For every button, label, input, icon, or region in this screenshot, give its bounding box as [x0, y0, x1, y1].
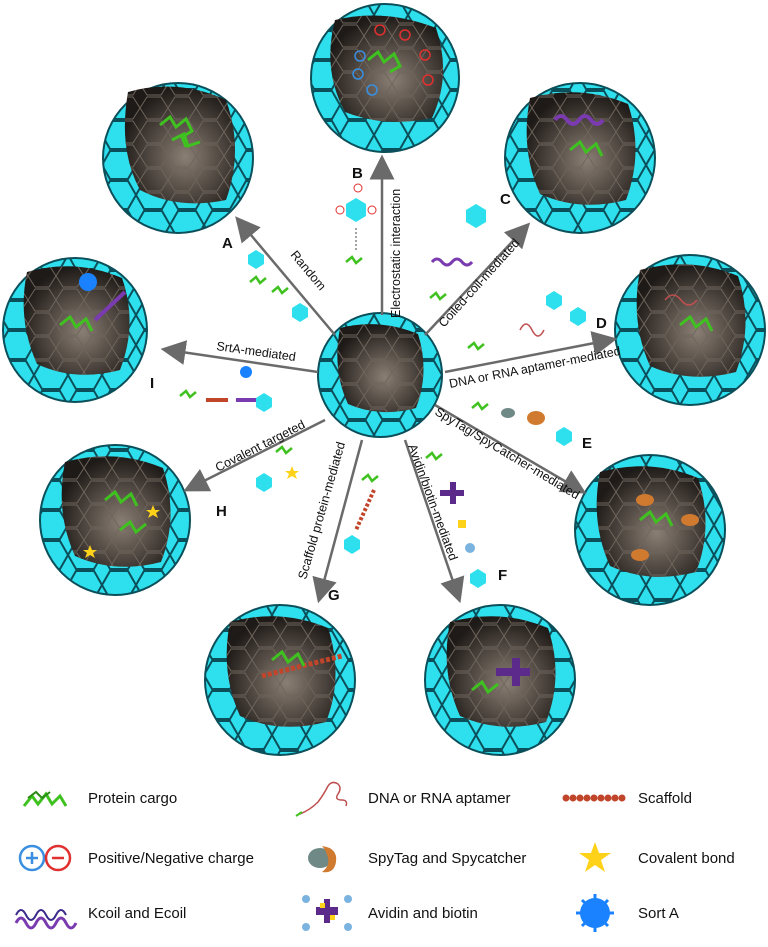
- capsid-C: [504, 82, 656, 234]
- arrows: [160, 154, 618, 604]
- letter-H: H: [216, 503, 227, 520]
- capsid-I: [2, 257, 148, 403]
- components: [179, 183, 586, 588]
- letter-B: B: [352, 165, 363, 182]
- label-G: Scaffold protein-mediated: [295, 440, 348, 581]
- legend-avidin: Avidin and biotin: [290, 893, 478, 933]
- letter-G: G: [328, 587, 340, 604]
- arrow-H: [183, 418, 326, 492]
- letter-C: C: [500, 191, 511, 208]
- capsid-E: [574, 454, 726, 606]
- spytag-spycatcher-icon: [308, 846, 337, 873]
- sort-a-icon: [576, 894, 614, 932]
- capsid-A: [102, 82, 254, 234]
- star-icon: [579, 842, 611, 872]
- letter-A: A: [222, 235, 233, 252]
- capsid-D: [614, 254, 766, 406]
- protein-cargo-icon: [159, 114, 201, 148]
- legend-label: Scaffold: [638, 789, 692, 807]
- capsid-G: [204, 604, 356, 756]
- legend-label: Covalent bond: [638, 849, 735, 867]
- arrow-A: [235, 216, 336, 336]
- capsid-B: [310, 3, 460, 153]
- coil-icon: [14, 909, 78, 930]
- legend-label: Protein cargo: [88, 789, 178, 807]
- legend-covalent: Covalent bond: [560, 838, 735, 878]
- legend-label: Positive/Negative charge: [88, 849, 254, 867]
- label-H: Covalent targeted: [213, 417, 307, 474]
- arrow-C: [424, 222, 531, 336]
- legend-label: Avidin and biotin: [368, 904, 478, 922]
- legend-scaffold: Scaffold: [560, 778, 692, 818]
- letter-E: E: [582, 435, 592, 452]
- capsid-H: [39, 444, 191, 596]
- aptamer-icon: [295, 781, 348, 817]
- legend: Protein cargo Positive/Negative charge K…: [0, 768, 768, 947]
- legend-label: Kcoil and Ecoil: [88, 904, 187, 922]
- legend-aptamer: DNA or RNA aptamer: [290, 778, 511, 818]
- legend-sorta: Sort A: [560, 893, 679, 933]
- label-I: SrtA-mediated: [216, 339, 297, 364]
- arrow-I: [160, 340, 319, 374]
- charge-icon: [18, 844, 72, 872]
- avidin-biotin-icon: [302, 895, 352, 931]
- legend-charge: Positive/Negative charge: [10, 838, 254, 878]
- arrow-D: [444, 331, 618, 374]
- protein-cargo-icon: [22, 790, 68, 807]
- label-C: Coiled-coil-mediated: [436, 236, 523, 330]
- legend-label: SpyTag and Spycatcher: [368, 849, 527, 867]
- letter-F: F: [498, 567, 507, 584]
- central-capsid: [317, 312, 443, 438]
- letter-D: D: [596, 315, 607, 332]
- encapsulation-diagram: Random A Electrostatic interaction B Coi…: [2, 3, 766, 756]
- legend-protein-cargo: Protein cargo: [10, 778, 177, 818]
- letter-I: I: [150, 375, 154, 392]
- arrow-G: [312, 439, 364, 604]
- legend-label: DNA or RNA aptamer: [368, 789, 511, 807]
- legend-spy: SpyTag and Spycatcher: [290, 838, 526, 878]
- label-B: Electrostatic interaction: [389, 189, 403, 318]
- legend-label: Sort A: [638, 904, 679, 922]
- scaffold-icon: [562, 794, 626, 802]
- legend-coil: Kcoil and Ecoil: [10, 893, 186, 933]
- arrow-E: [434, 403, 587, 494]
- arrow-F: [403, 439, 465, 604]
- capsid-F: [424, 604, 576, 756]
